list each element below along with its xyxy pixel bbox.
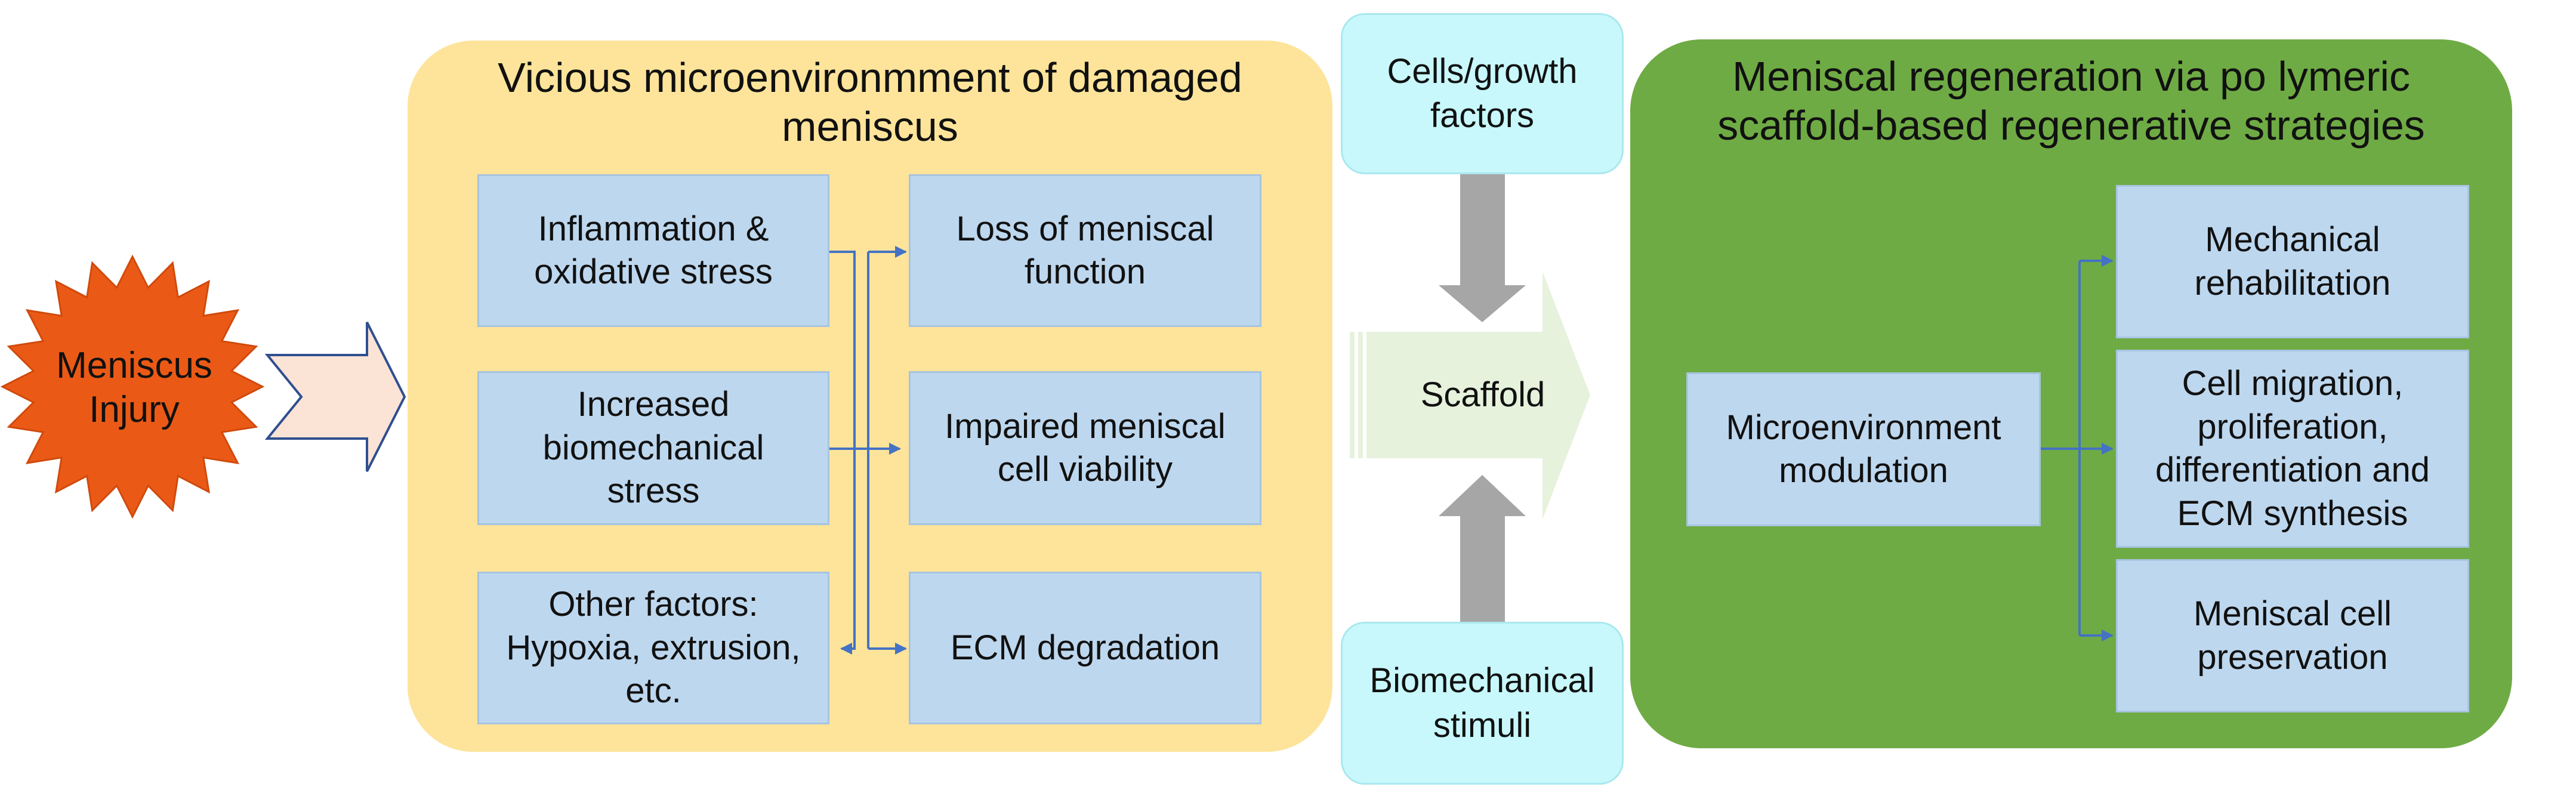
meniscus-injury-label-wrap: Meniscus Injury <box>0 322 269 453</box>
outcome-label: Mechanical rehabilitation <box>2194 220 2391 303</box>
effect-label: ECM degradation <box>950 628 1220 667</box>
up-gray-arrow <box>1439 475 1526 622</box>
cells-growth-factors-label: Cells/growth factors <box>1387 51 1578 135</box>
outcome-label: Cell migration, proliferation, different… <box>2155 364 2430 533</box>
cause-label: Increased biomechanical stress <box>542 385 764 511</box>
biomechanical-stimuli-label: Biomechanical stimuli <box>1369 661 1595 745</box>
regeneration-title: Meniscal regeneration via po lymeric sca… <box>1717 53 2425 149</box>
microenvironment-modulation-label: Microenvironment modulation <box>1726 408 2001 490</box>
effect-label: Impaired meniscal cell viability <box>945 406 1226 489</box>
cause-box: Other factors: Hypoxia, extrusion, etc. <box>477 572 829 724</box>
cause-box: Increased biomechanical stress <box>477 371 829 525</box>
right-connectors <box>2041 255 2114 641</box>
microenvironment-modulation-box: Microenvironment modulation <box>1686 372 2041 526</box>
biomechanical-stimuli-box: Biomechanical stimuli <box>1341 622 1624 785</box>
vicious-microenvironment-title: Vicious microenvironmment of damaged men… <box>498 54 1242 150</box>
scaffold-arrow <box>1350 271 1590 519</box>
outcome-box: Meniscal cell preservation <box>2116 559 2469 712</box>
effect-label: Loss of meniscal function <box>956 209 1214 292</box>
outcome-label: Meniscal cell preservation <box>2194 594 2392 677</box>
effect-box: Impaired meniscal cell viability <box>909 371 1261 525</box>
effect-box: ECM degradation <box>909 572 1261 724</box>
outcome-box: Mechanical rehabilitation <box>2116 185 2469 338</box>
meniscus-injury-starburst <box>0 254 265 519</box>
cause-label: Other factors: Hypoxia, extrusion, etc. <box>506 585 801 711</box>
down-gray-arrow <box>1439 174 1526 322</box>
scaffold-label: Scaffold <box>1420 375 1545 414</box>
cause-label: Inflammation & oxidative stress <box>534 209 773 292</box>
effect-box: Loss of meniscal function <box>909 174 1261 327</box>
scaffold-label-wrap: Scaffold <box>1366 332 1599 458</box>
outcome-box: Cell migration, proliferation, different… <box>2116 350 2469 548</box>
cells-growth-factors-box: Cells/growth factors <box>1341 13 1624 174</box>
injury-entry-arrow <box>264 322 406 472</box>
cause-box: Inflammation & oxidative stress <box>477 174 829 327</box>
meniscus-injury-label: Meniscus Injury <box>56 344 212 430</box>
left-connectors <box>829 246 907 655</box>
